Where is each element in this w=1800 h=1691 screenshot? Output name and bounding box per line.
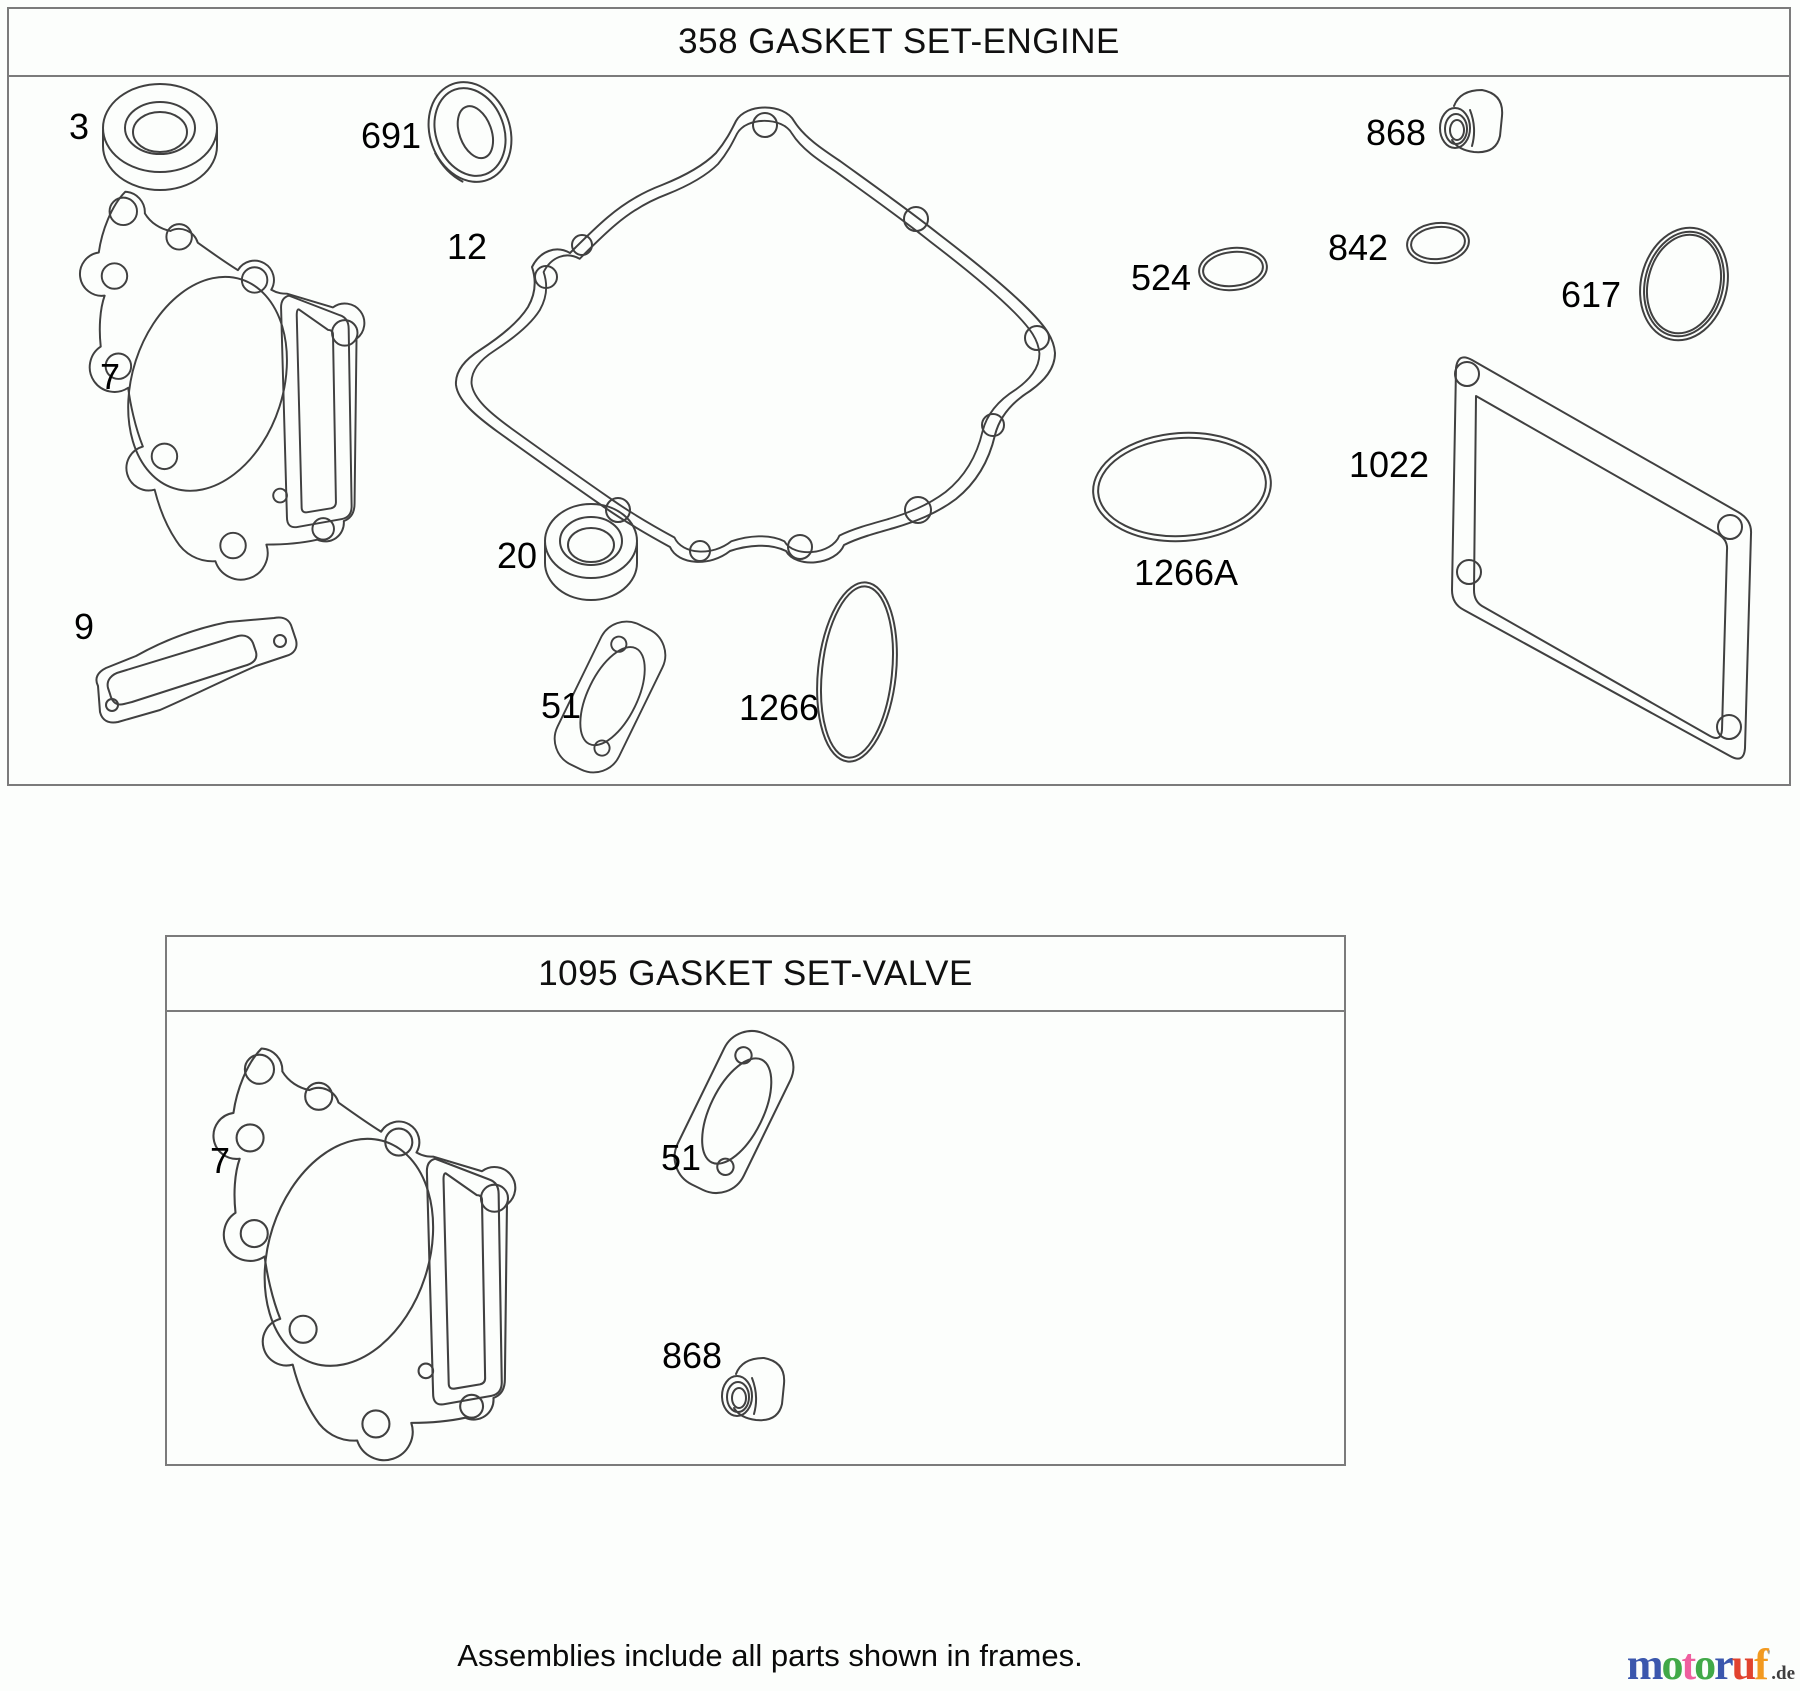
engine-gasket-set-frame: 358 GASKET SET-ENGINE xyxy=(7,7,1791,786)
part-label-842: 842 xyxy=(1327,227,1389,268)
part-label-20: 20 xyxy=(496,535,538,576)
part-label-524: 524 xyxy=(1130,257,1192,298)
logo-domain-suffix: .de xyxy=(1771,1663,1795,1684)
part-label-7: 7 xyxy=(99,356,121,397)
part-label-1266a: 1266A xyxy=(1133,552,1239,593)
part-label-868-valve: 868 xyxy=(661,1335,723,1376)
logo-letter: r xyxy=(1714,1640,1733,1689)
part-label-868: 868 xyxy=(1365,112,1427,153)
part-label-12: 12 xyxy=(446,226,488,267)
logo-letter: t xyxy=(1681,1640,1696,1689)
valve-frame-title-bar: 1095 GASKET SET-VALVE xyxy=(167,937,1344,1012)
part-label-691: 691 xyxy=(360,115,422,156)
part-label-7-valve: 7 xyxy=(209,1140,231,1181)
logo-letter: o xyxy=(1694,1640,1716,1689)
engine-frame-title-bar: 358 GASKET SET-ENGINE xyxy=(9,9,1789,77)
logo-letter: m xyxy=(1626,1640,1664,1689)
part-label-1266: 1266 xyxy=(738,687,820,728)
logo-letter: o xyxy=(1661,1640,1683,1689)
part-label-9: 9 xyxy=(73,606,95,647)
part-label-51: 51 xyxy=(540,685,582,726)
logo-letter: u xyxy=(1731,1640,1757,1689)
part-label-1022: 1022 xyxy=(1348,444,1430,485)
part-label-617: 617 xyxy=(1560,274,1622,315)
logo-mark: ' xyxy=(1766,1648,1772,1665)
valve-gasket-set-frame: 1095 GASKET SET-VALVE xyxy=(165,935,1346,1466)
part-label-3: 3 xyxy=(68,106,90,147)
engine-frame-title: 358 GASKET SET-ENGINE xyxy=(678,22,1120,61)
logo-letter: f xyxy=(1754,1640,1769,1689)
motoruf-logo: motoruf'.de xyxy=(1627,1643,1795,1687)
assemblies-note: Assemblies include all parts shown in fr… xyxy=(457,1638,1083,1673)
part-label-51-valve: 51 xyxy=(660,1137,702,1178)
valve-frame-title: 1095 GASKET SET-VALVE xyxy=(538,953,973,993)
